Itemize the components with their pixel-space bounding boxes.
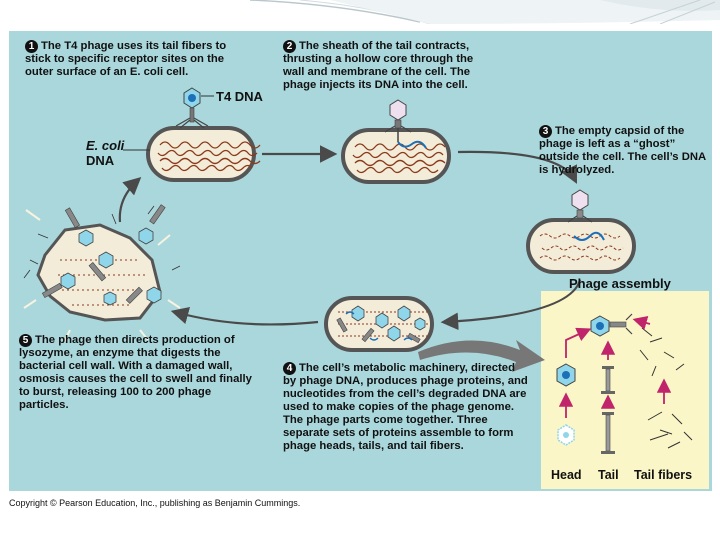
phage-assembly-title: Phage assembly bbox=[569, 276, 671, 291]
tail-label: Tail bbox=[598, 468, 619, 482]
tail-fibers-label: Tail fibers bbox=[634, 468, 693, 482]
tail-fibers-icon bbox=[639, 327, 693, 449]
t4-phage bbox=[175, 87, 209, 129]
head-label: Head bbox=[551, 468, 582, 482]
ecoli-label: E. coli bbox=[86, 138, 125, 153]
assembly-parts bbox=[556, 313, 693, 454]
cell-synthesis bbox=[324, 296, 434, 352]
step-3-description: The empty capsid of the phage is left as… bbox=[539, 125, 706, 176]
t4-dna-label: T4 DNA bbox=[216, 89, 263, 104]
ecoli-dna-label: DNA bbox=[86, 153, 115, 168]
step-2-number: 2 bbox=[283, 40, 296, 53]
copyright-notice: Copyright © Pearson Education, Inc., pub… bbox=[9, 498, 301, 508]
bursting-cell bbox=[23, 204, 181, 343]
phage-ghost bbox=[567, 189, 593, 223]
step-1-number: 1 bbox=[25, 40, 38, 53]
assembly-arrow bbox=[418, 340, 545, 372]
cycle-arrows bbox=[118, 145, 582, 331]
bacterial-dna bbox=[157, 141, 261, 172]
step-1-description: The T4 phage uses its tail fibers to sti… bbox=[25, 40, 227, 78]
cell-injection bbox=[341, 99, 451, 184]
phage-head-icon bbox=[556, 363, 576, 446]
contracting-phage bbox=[384, 99, 412, 142]
step-3-number: 3 bbox=[539, 125, 552, 138]
top-banner bbox=[0, 0, 720, 24]
step-5-number: 5 bbox=[19, 334, 32, 347]
step-4-description: The cell’s metabolic machinery, directed… bbox=[283, 362, 528, 452]
step-5-description: The phage then directs production of lys… bbox=[19, 334, 252, 411]
step-2-description: The sheath of the tail contracts, thrust… bbox=[283, 40, 474, 91]
assembled-phage bbox=[590, 313, 633, 337]
step-4-number: 4 bbox=[283, 362, 296, 375]
cell-attachment bbox=[123, 87, 261, 182]
phage-tail-icon bbox=[601, 366, 615, 454]
cell-ghost bbox=[526, 189, 636, 274]
